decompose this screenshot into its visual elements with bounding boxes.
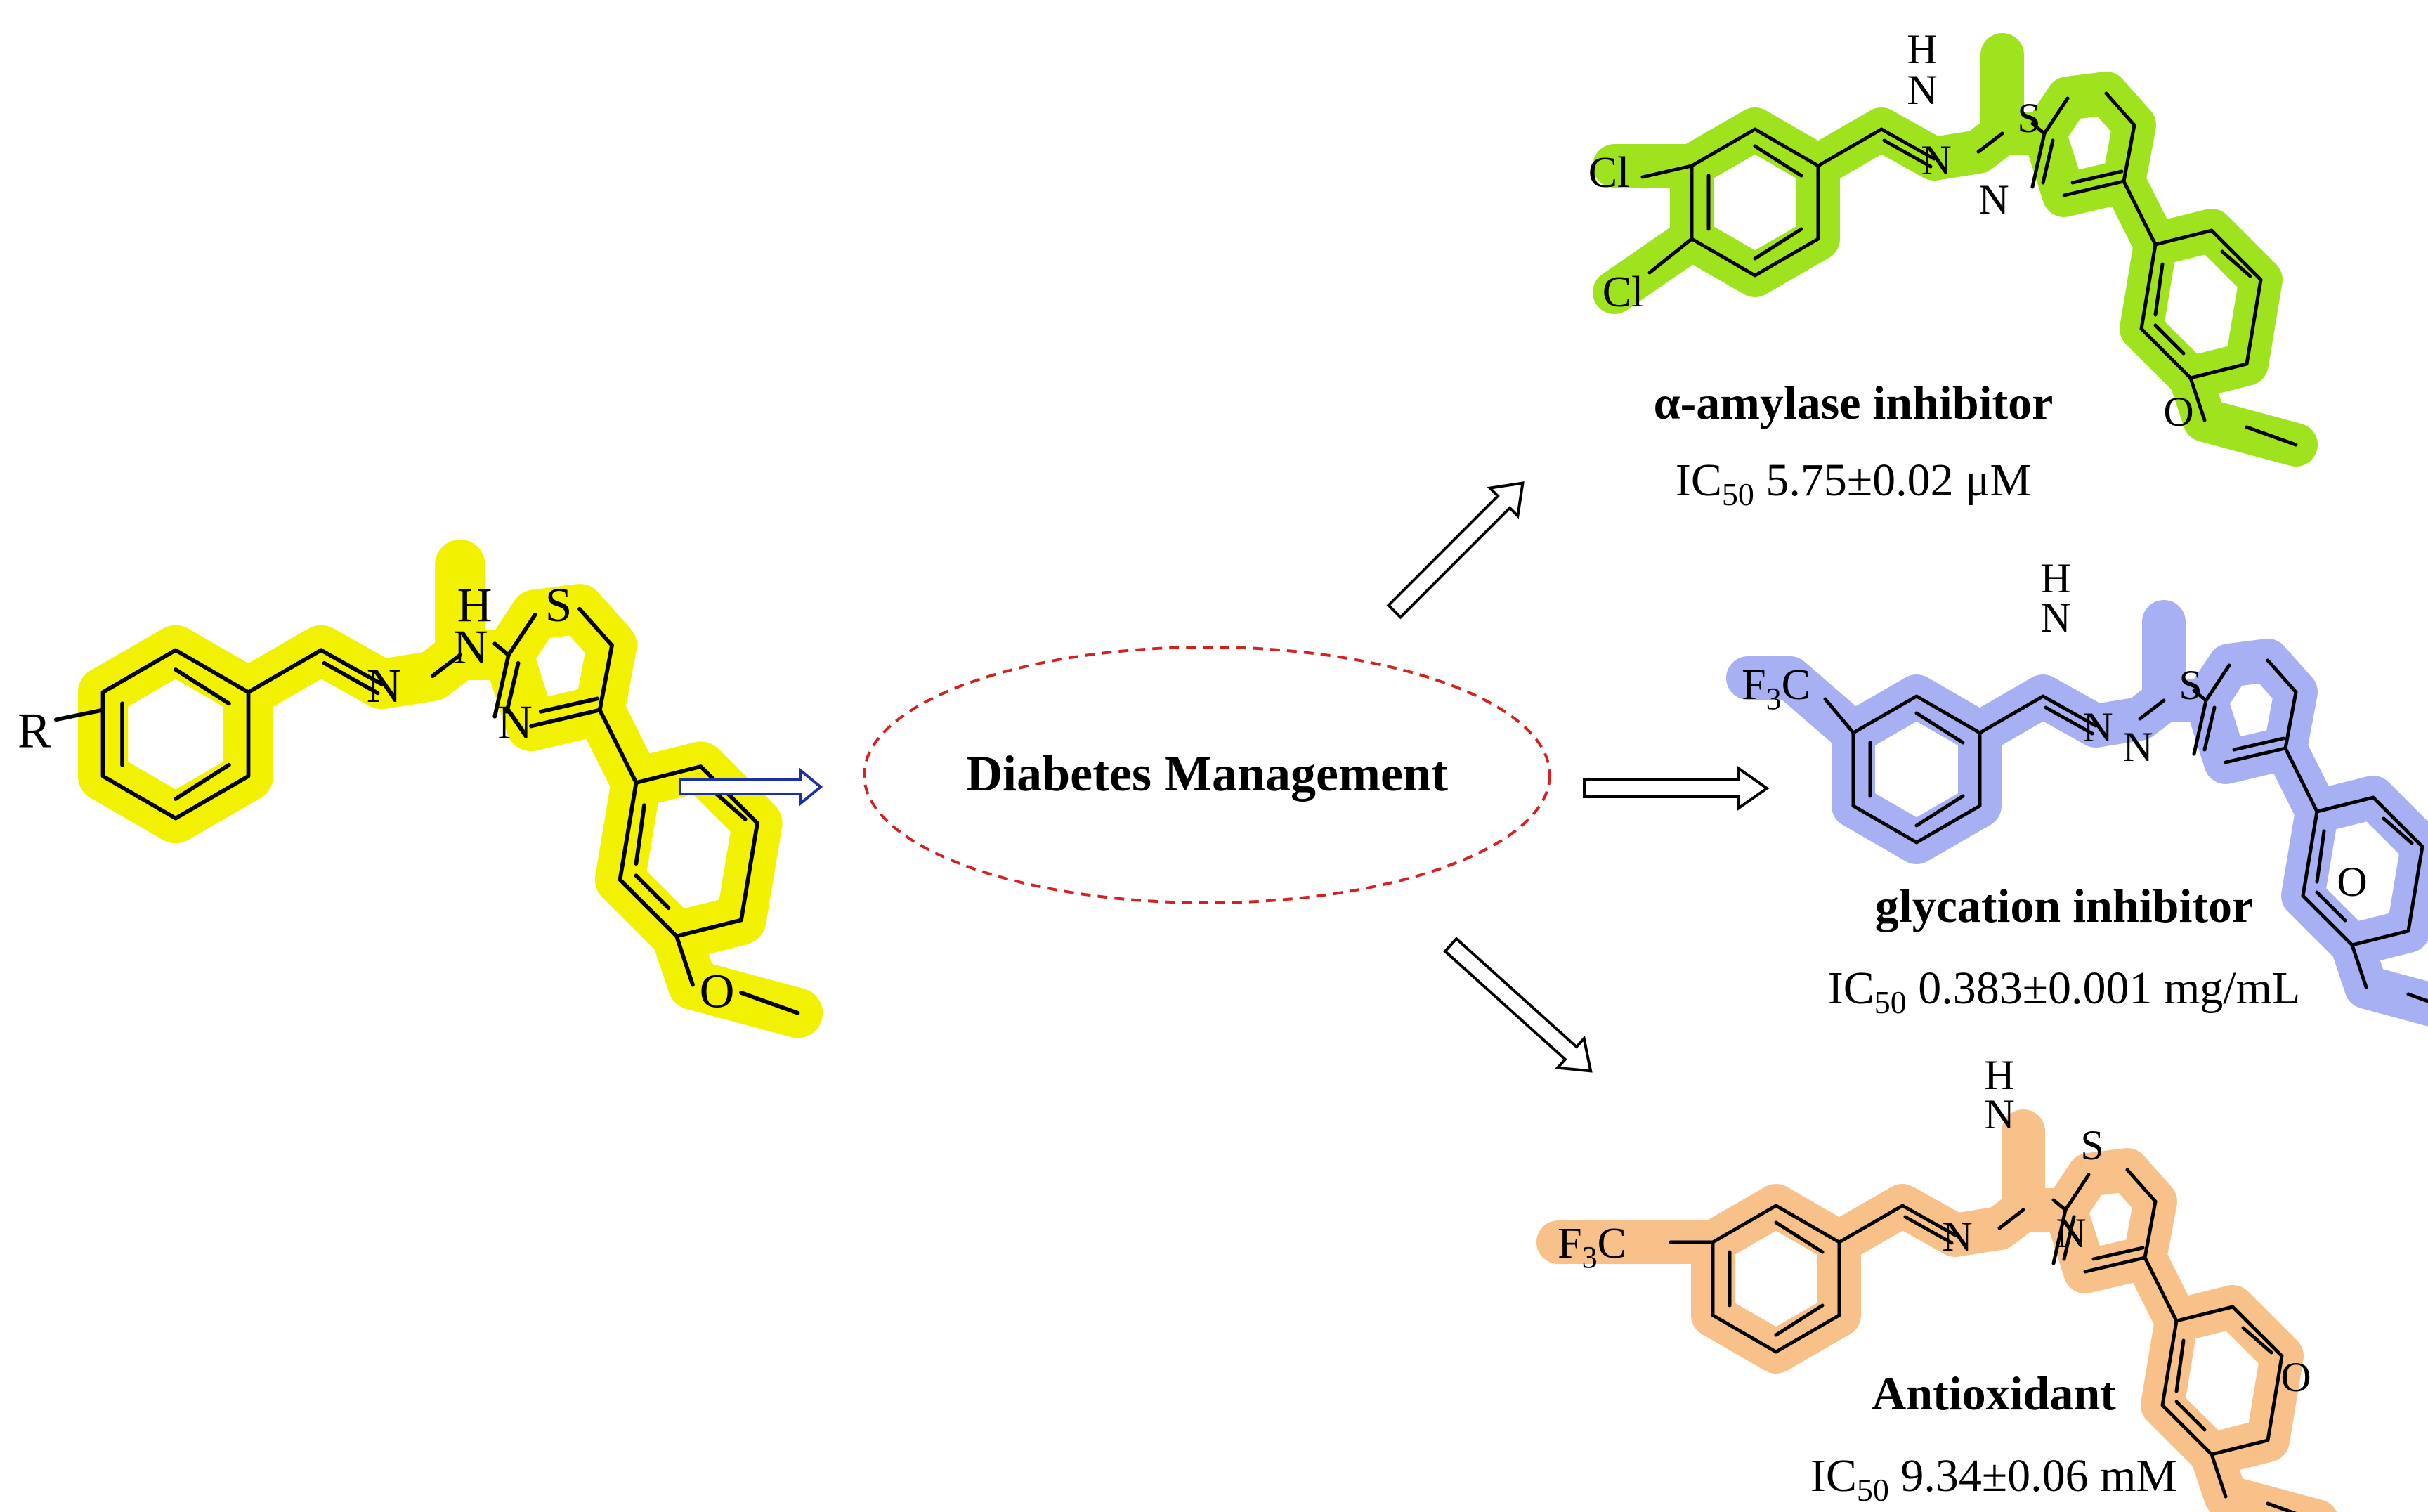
core-r-bond [53,708,105,722]
glycation-highlight [1726,600,2428,1027]
glycation-atom-cf3: F3C [1742,661,1810,716]
arrow-to-glycation [1583,766,1770,811]
glycation-atom-n-ring: N [2122,724,2153,770]
antioxidant-atom-nh: N [1984,1091,2014,1138]
compound-amylase: Cl Cl N H N S N O [1588,26,2318,467]
glycation-atom-nh: N [2040,594,2070,641]
antioxidant-atom-s: S [2080,1122,2103,1168]
core-r-label: R [18,703,51,758]
core-atom-o: O [700,965,735,1018]
compound-glycation: F3C N H N S N O [1726,555,2428,1027]
antioxidant-atom-o: O [2280,1354,2311,1400]
amylase-atom-s: S [2017,95,2040,141]
antioxidant-atom-n1: N [1942,1213,1972,1260]
antioxidant-atom-cf3: F3C [1558,1220,1626,1275]
antioxidant-atom-h: H [1984,1052,2014,1098]
arrow-to-antioxidant [1443,937,1593,1073]
arrow-to-amylase [1386,481,1525,620]
center-node: Diabetes Management [863,646,1551,904]
core-to-center-arrow [679,767,823,807]
amylase-atom-n1: N [1921,137,1951,183]
amylase-atom-cl1: Cl [1588,149,1630,197]
amylase-atom-cl2: Cl [1603,268,1644,316]
core-atom-n-ring: N [497,696,533,749]
antioxidant-ic50: IC50 9.34±0.06 mM [1810,1450,2177,1508]
glycation-atom-n1: N [2082,704,2113,750]
amylase-atom-o: O [2163,389,2193,435]
glycation-atom-h: H [2040,555,2070,601]
core-scaffold: R N H N S N O [18,539,823,1038]
core-atom-n1: N [367,659,402,712]
antioxidant-atom-n-ring: N [2056,1210,2086,1256]
glycation-ic50: IC50 0.383±0.001 mg/mL [1828,963,2301,1020]
core-atom-nh: N [453,620,488,674]
amylase-atom-nh: N [1907,67,1937,113]
compound-antioxidant: F3C N H N S N O [1536,1052,2337,1512]
core-atom-h: H [457,578,492,632]
amylase-atom-n-ring: N [1978,176,2009,223]
amylase-activity-label: α-amylase inhibitor [1654,376,2054,429]
glycation-atom-s: S [2179,662,2202,708]
glycation-atom-o: O [2337,859,2367,905]
antioxidant-activity-label: Antioxidant [1872,1367,2116,1420]
core-atom-s: S [545,578,572,632]
center-label: Diabetes Management [966,745,1448,802]
amylase-atom-h: H [1907,26,1937,72]
amylase-ic50: IC50 5.75±0.02 μM [1676,455,2031,512]
glycation-activity-label: glycation inhibitor [1875,879,2253,932]
